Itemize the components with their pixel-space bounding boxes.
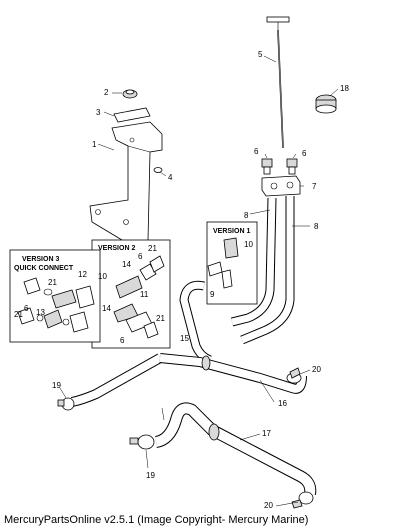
version-1-label: VERSION 1 — [213, 228, 250, 235]
hose-15 — [179, 280, 212, 365]
version-2-box — [91, 239, 171, 349]
hose-pair — [230, 196, 295, 345]
callout-16: 16 — [278, 399, 287, 408]
callout-17: 17 — [262, 429, 271, 438]
clamp-19-bottom — [129, 434, 155, 450]
callout-21-d: 21 — [14, 310, 23, 319]
callout-14-a: 14 — [122, 260, 131, 269]
version-3-box — [9, 249, 101, 343]
copyright-footer: MercuryPartsOnline v2.5.1 (Image Copyrig… — [4, 514, 309, 526]
callout-20-b: 20 — [264, 501, 273, 510]
callout-3: 3 — [96, 108, 101, 117]
clamp-20-top — [286, 367, 302, 384]
callout-8-a: 8 — [244, 211, 249, 220]
version-2-label: VERSION 2 — [98, 245, 135, 252]
callout-21-c: 21 — [48, 278, 57, 287]
callout-6-e: 6 — [24, 304, 29, 313]
callout-19-a: 19 — [52, 381, 61, 390]
callout-6-d: 6 — [120, 336, 125, 345]
fitting-left — [261, 158, 273, 175]
callout-7: 7 — [312, 182, 317, 191]
callout-11: 11 — [140, 290, 149, 299]
callout-12: 12 — [78, 270, 87, 279]
callout-20-a: 20 — [312, 365, 321, 374]
callout-10-a: 10 — [244, 240, 253, 249]
callout-8-b: 8 — [314, 222, 319, 231]
callouts: 1 2 3 4 5 18 6 6 7 8 8 10 9 15 21 6 14 1… — [14, 50, 349, 510]
filler-cap — [315, 94, 337, 114]
callout-5: 5 — [258, 50, 263, 59]
quick-connect-label: QUICK CONNECT — [14, 265, 74, 272]
callout-2: 2 — [104, 88, 109, 97]
bracket-cap — [122, 89, 138, 99]
callout-21-a: 21 — [148, 244, 157, 253]
callout-21-b: 21 — [156, 314, 165, 323]
leader-lines — [59, 55, 339, 507]
callout-18: 18 — [340, 84, 349, 93]
callout-6-a: 6 — [254, 147, 259, 156]
manifold-block — [261, 175, 301, 197]
callout-6-b: 6 — [302, 149, 307, 158]
hose-17 — [154, 402, 317, 495]
mounting-bracket — [89, 121, 163, 247]
callout-13: 13 — [36, 308, 45, 317]
callout-1: 1 — [92, 140, 97, 149]
clamp-20-bottom — [291, 491, 314, 509]
hose-16 — [70, 353, 307, 407]
callout-6-c: 6 — [138, 252, 143, 261]
dipstick — [266, 16, 290, 149]
version-labels: VERSION 1 VERSION 2 VERSION 3 QUICK CONN… — [14, 228, 250, 272]
callout-14-b: 14 — [102, 304, 111, 313]
washer — [153, 167, 163, 173]
callout-15: 15 — [180, 334, 189, 343]
callout-19-b: 19 — [146, 471, 155, 480]
fitting-right — [286, 158, 298, 175]
clamp-19-top — [57, 397, 75, 411]
callout-10-b: 10 — [98, 272, 107, 281]
version-1-box — [206, 221, 258, 305]
bracket-plate — [113, 107, 151, 123]
version-3-label: VERSION 3 — [22, 256, 59, 263]
callout-9: 9 — [210, 290, 215, 299]
callout-4: 4 — [168, 173, 173, 182]
